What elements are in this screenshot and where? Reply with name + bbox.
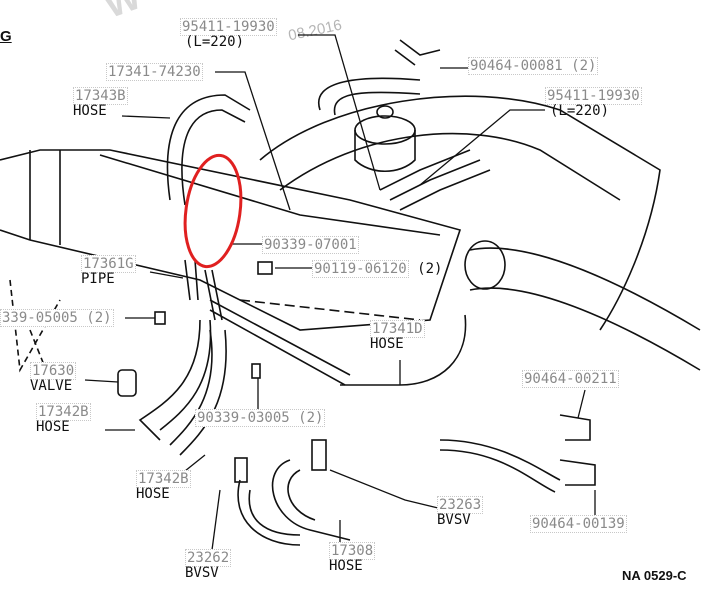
label-90464-00139[interactable]: 90464-00139 (530, 515, 627, 533)
fitting-90339-03005 (251, 363, 261, 379)
label-17342b-left[interactable]: 17342B HOSE (36, 403, 91, 435)
bvsv-23263 (311, 439, 327, 471)
fitting-90339-05005 (154, 311, 166, 325)
label-95411-19930-right[interactable]: 95411-19930 (L=220) (545, 87, 642, 119)
label-17341d[interactable]: 17341D HOSE (370, 320, 425, 352)
clamps (559, 414, 596, 486)
pipe-17361g (184, 259, 351, 386)
label-23262[interactable]: 23262 BVSV (185, 549, 232, 581)
hose-17341d (340, 314, 467, 386)
main-hose (259, 95, 701, 493)
hose-17342b-mid (169, 329, 227, 456)
highlight-circle (183, 153, 243, 269)
label-17630[interactable]: 17630 VALVE (30, 362, 77, 394)
hose-17308 (271, 459, 351, 541)
hose-top (317, 77, 421, 116)
hose-17342b-left (138, 319, 212, 441)
valve-17630 (117, 369, 137, 397)
label-90339-03005[interactable]: 90339-03005 (2) (195, 409, 326, 427)
bolt-90119 (257, 261, 273, 275)
label-17308[interactable]: 17308 HOSE (329, 542, 376, 574)
diagram-code: NA 0529-C (622, 568, 687, 583)
label-95411-19930-top[interactable]: 95411-19930 (L=220) (180, 18, 277, 50)
label-90339-07001[interactable]: 90339-07001 (262, 236, 359, 254)
leader-lines (84, 34, 596, 551)
label-90464-00081[interactable]: 90464-00081 (2) (468, 57, 599, 75)
label-17341-74230[interactable]: 17341-74230 (106, 63, 203, 81)
section-letter: G (0, 28, 12, 45)
label-17342b-mid[interactable]: 17342B HOSE (136, 470, 191, 502)
label-23263[interactable]: 23263 BVSV (437, 496, 484, 528)
bvsv-23262 (234, 457, 248, 483)
clip-90464-00081 (394, 39, 441, 66)
label-90119-06120[interactable]: 90119-06120 (2) (312, 260, 443, 278)
label-17361g[interactable]: 17361G PIPE (81, 255, 136, 287)
label-90339-05005[interactable]: 339-05005 (2) (0, 309, 114, 327)
label-90464-00211[interactable]: 90464-00211 (522, 370, 619, 388)
canister (354, 105, 416, 172)
label-17343b[interactable]: 17343B HOSE (73, 87, 128, 119)
hose-17343b (166, 94, 251, 206)
